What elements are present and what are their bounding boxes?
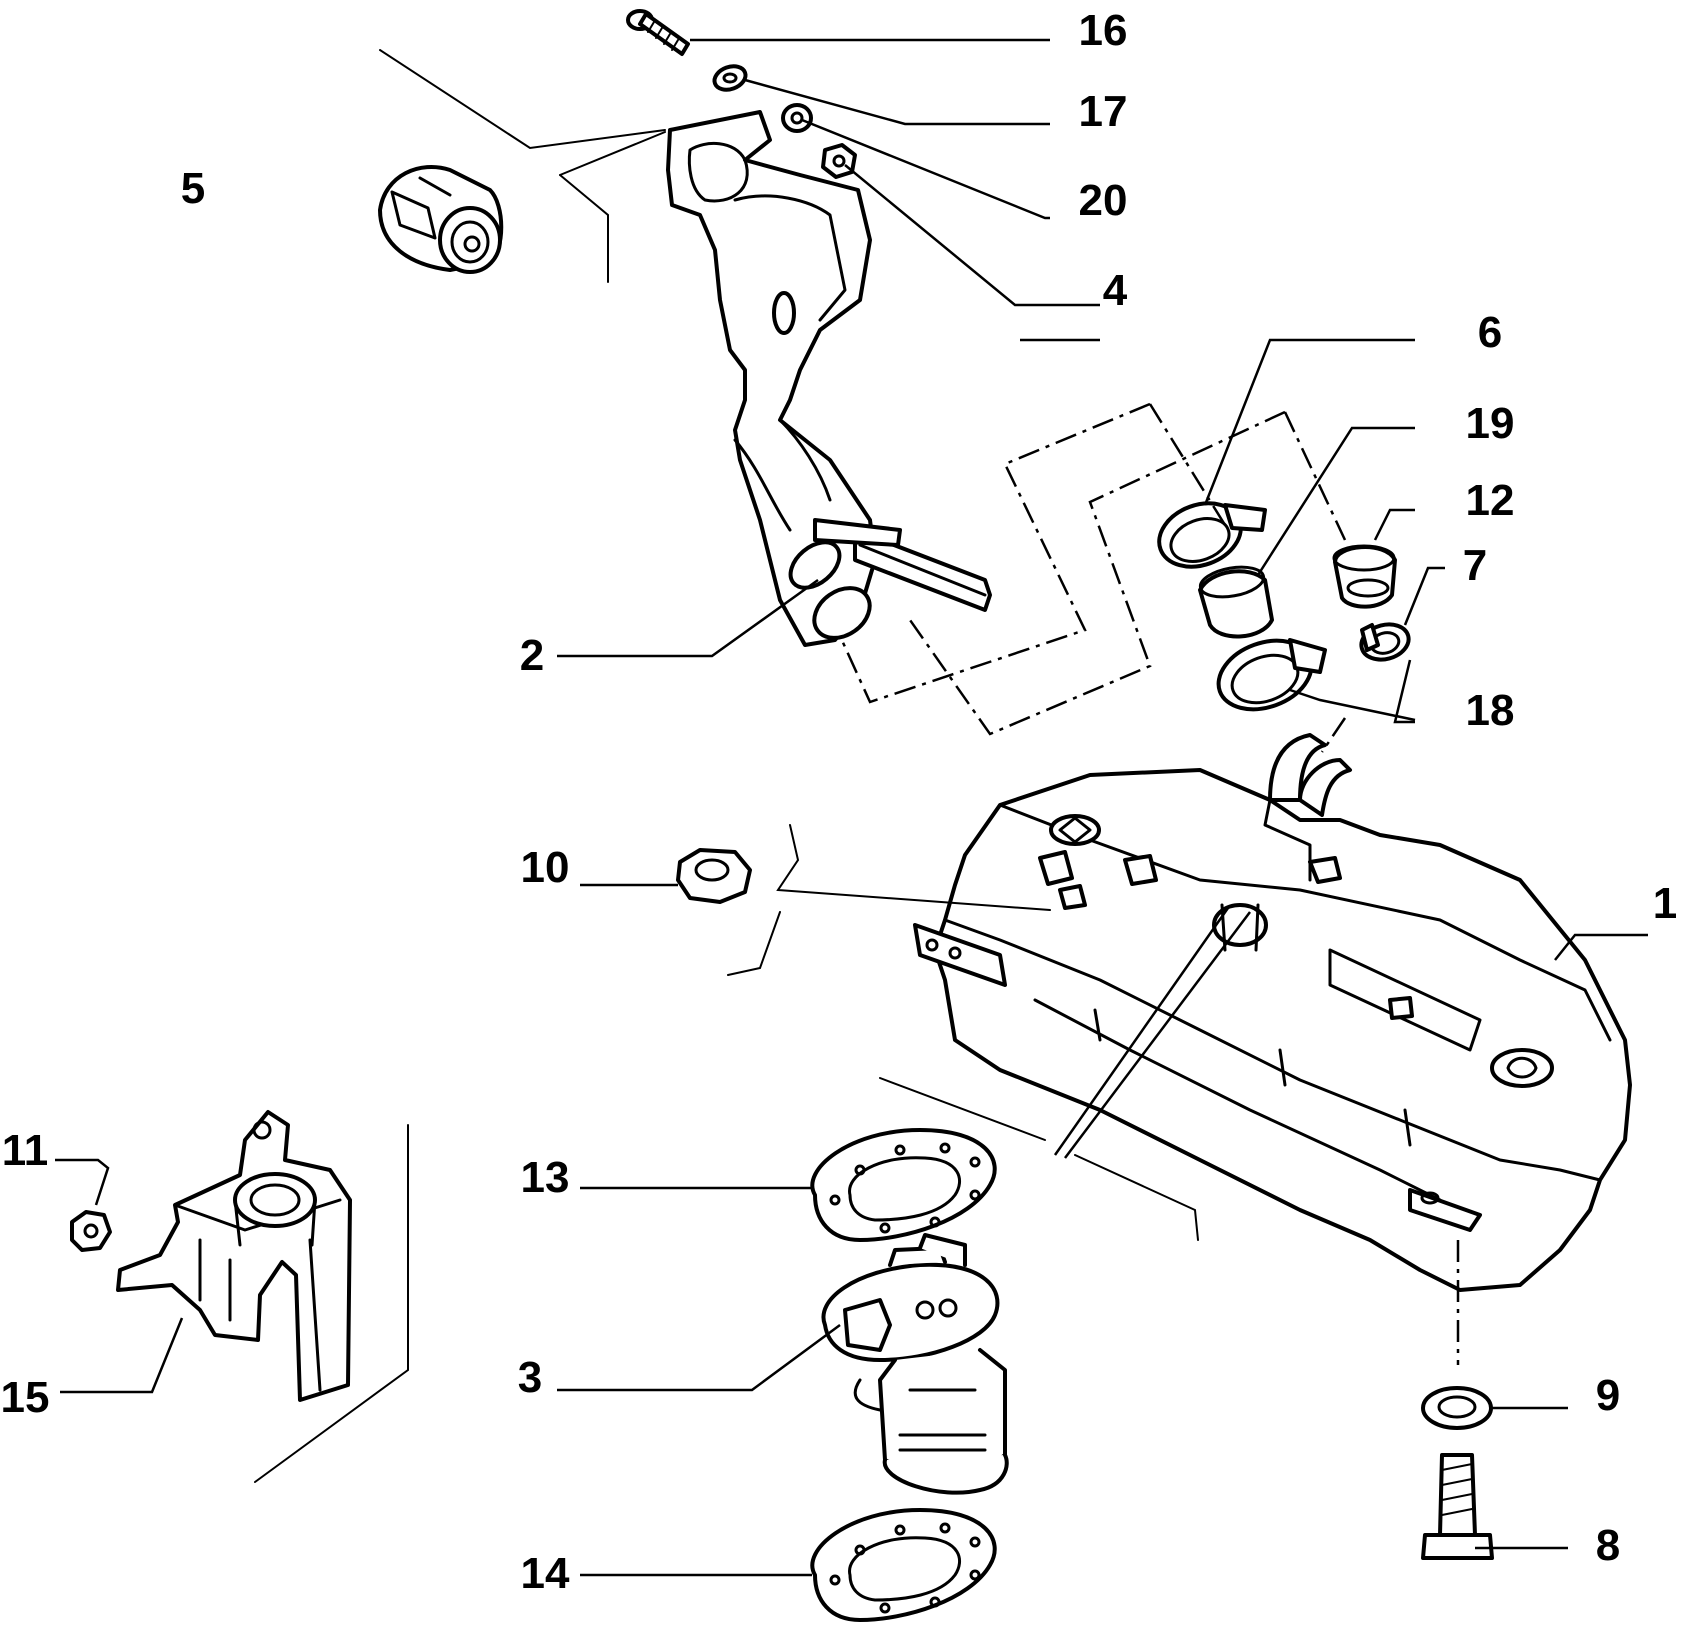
callout-7: 7	[1463, 541, 1487, 590]
washer-20	[781, 103, 813, 133]
reference-lines	[254, 49, 1199, 1483]
bolt-8	[1421, 1453, 1494, 1560]
callout-9: 9	[1596, 1371, 1620, 1420]
pump-bracket	[116, 1110, 352, 1402]
washer-9	[1421, 1386, 1493, 1430]
fuel-tank	[913, 733, 1632, 1292]
callout-2: 2	[520, 631, 544, 680]
callout-12: 12	[1466, 476, 1515, 525]
nut-11	[70, 1210, 112, 1252]
callout-11: 11	[2, 1126, 49, 1175]
screw-16	[626, 9, 690, 56]
callout-6: 6	[1478, 308, 1502, 357]
hose-clamp-18	[1216, 638, 1327, 712]
gasket-14	[810, 1508, 997, 1622]
callout-4: 4	[1103, 266, 1128, 315]
callout-18: 18	[1466, 686, 1515, 735]
nut-4	[821, 143, 857, 179]
fuel-pump	[821, 1233, 1009, 1495]
nut-10	[676, 848, 752, 904]
callout-labels: 1 2 3 4 5 6 7 8 9 10 11 12 13 14 15 16 1…	[1, 6, 1678, 1598]
filler-neck	[666, 110, 992, 647]
grommet-12	[1332, 544, 1397, 609]
callout-20: 20	[1079, 176, 1128, 225]
callout-15: 15	[1, 1373, 50, 1422]
gasket-13	[810, 1128, 997, 1242]
callout-13: 13	[521, 1153, 570, 1202]
callout-3: 3	[518, 1353, 542, 1402]
washer-17	[712, 64, 748, 92]
callout-8: 8	[1596, 1521, 1620, 1570]
callout-14: 14	[521, 1549, 570, 1598]
leader-lines	[55, 38, 1648, 1577]
hose-clamp-7	[1359, 622, 1411, 662]
callout-17: 17	[1079, 87, 1128, 136]
callout-16: 16	[1079, 6, 1128, 55]
fuel-cap	[378, 164, 504, 274]
callout-19: 19	[1466, 399, 1515, 448]
assembly-lines	[838, 402, 1460, 1365]
callout-10: 10	[521, 843, 570, 892]
callout-5: 5	[181, 164, 205, 213]
callout-1: 1	[1653, 879, 1677, 928]
hose-19	[1198, 565, 1274, 639]
hose-clamp-6	[1157, 501, 1267, 569]
